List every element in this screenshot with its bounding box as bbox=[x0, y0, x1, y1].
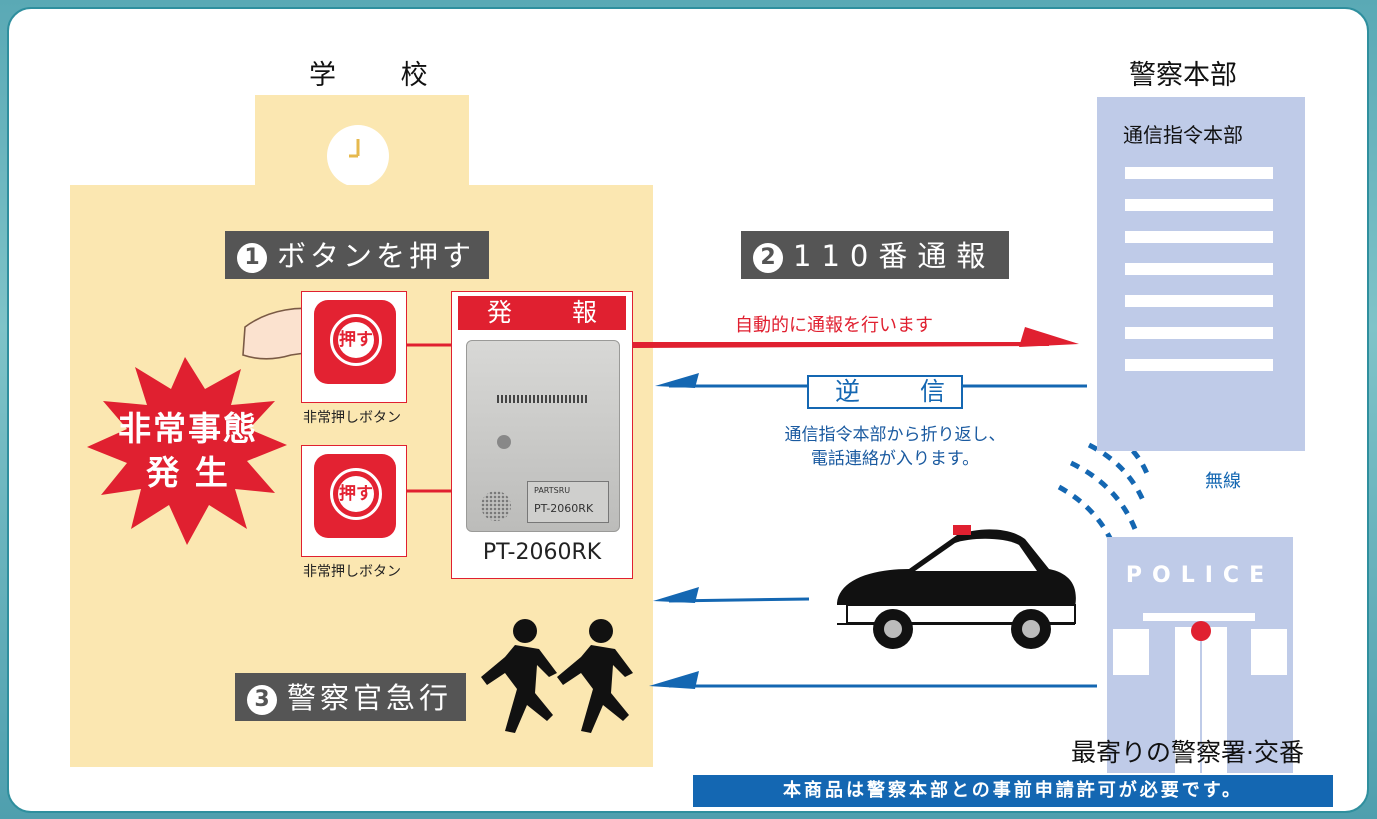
step-3-label: 3 警察官急行 bbox=[235, 673, 467, 721]
emergency-line-2: 発 生 bbox=[146, 453, 230, 492]
clock-icon bbox=[327, 125, 389, 187]
button-ring: 押す bbox=[330, 468, 382, 520]
callback-note: 通信指令本部から折り返し、 電話連絡が入ります。 bbox=[745, 423, 1045, 471]
police-car-icon bbox=[837, 525, 1076, 649]
officer-arrow-head bbox=[649, 671, 699, 689]
report-arrow-line bbox=[633, 342, 1049, 348]
device-knob bbox=[497, 435, 511, 449]
hq-window bbox=[1125, 359, 1273, 371]
hq-window bbox=[1125, 327, 1273, 339]
patrol-arrow-head bbox=[653, 587, 699, 603]
step-2-number: 2 bbox=[753, 243, 783, 273]
radio-label: 無線 bbox=[1205, 471, 1241, 492]
police-station-building: POLICE bbox=[1107, 537, 1293, 773]
permit-notice: 本商品は警察本部との事前申請許可が必要です。 bbox=[693, 775, 1333, 807]
station-window-left bbox=[1113, 629, 1149, 675]
step-2-label: 2 110番通報 bbox=[741, 231, 1010, 279]
device-nameplate: PARTSRU PT-2060RK bbox=[527, 481, 609, 523]
step-3-number: 3 bbox=[247, 685, 277, 715]
button-label: 押す bbox=[338, 476, 374, 512]
report-arrow-head bbox=[1019, 327, 1079, 347]
step-1-label: 1 ボタンを押す bbox=[225, 231, 490, 279]
hq-window bbox=[1125, 295, 1273, 307]
emergency-line-1: 非常事態 bbox=[118, 409, 258, 448]
device-plate-brand: PARTSRU bbox=[534, 486, 571, 495]
flow-arrows bbox=[87, 307, 1152, 733]
step-1-number: 1 bbox=[237, 243, 267, 273]
hq-window bbox=[1125, 231, 1273, 243]
callback-label: 逆 信 bbox=[807, 375, 963, 409]
button-face: 押す bbox=[314, 300, 396, 384]
station-door bbox=[1175, 627, 1227, 773]
emergency-burst-icon bbox=[87, 357, 287, 545]
hq-window bbox=[1125, 167, 1273, 179]
auto-report-text: 自動的に通報を行います bbox=[735, 315, 933, 336]
running-officers-icon bbox=[481, 619, 633, 733]
button-face: 押す bbox=[314, 454, 396, 538]
button-label: 押す bbox=[338, 322, 374, 358]
diagram-panel: 学 校 1 ボタンを押す 2 110番通報 3 警察官急行 bbox=[7, 7, 1369, 813]
button-caption-1: 非常押しボタン bbox=[303, 410, 401, 426]
emergency-button-2[interactable]: 押す bbox=[301, 445, 407, 557]
step-3-text: 警察官急行 bbox=[287, 681, 453, 715]
callback-note-line-2: 電話連絡が入ります。 bbox=[810, 449, 980, 469]
station-awning bbox=[1143, 613, 1255, 621]
police-sign: POLICE bbox=[1125, 563, 1275, 588]
device-model-label: PT-2060RK bbox=[482, 540, 602, 565]
school-title: 学 校 bbox=[309, 60, 456, 91]
hq-window bbox=[1125, 199, 1273, 211]
callback-arrow-head bbox=[655, 373, 699, 388]
alarm-device-card: 発 報 PARTSRU PT-2060RK PT-2060RK bbox=[451, 291, 633, 579]
device-vent bbox=[497, 395, 589, 403]
emergency-text: 非常事態 発 生 bbox=[103, 407, 273, 495]
station-window-right bbox=[1251, 629, 1287, 675]
alarm-device-icon: PARTSRU PT-2060RK bbox=[466, 340, 620, 532]
device-plate-model: PT-2060RK bbox=[534, 502, 594, 515]
police-hq-title: 警察本部 bbox=[1129, 60, 1237, 91]
callback-note-line-1: 通信指令本部から折り返し、 bbox=[784, 425, 1006, 445]
speaker-grill-icon bbox=[481, 491, 511, 521]
button-ring: 押す bbox=[330, 314, 382, 366]
device-alert-banner: 発 報 bbox=[458, 296, 626, 330]
step-1-text: ボタンを押す bbox=[277, 239, 476, 273]
step-2-text: 110番通報 bbox=[793, 239, 996, 273]
hq-window bbox=[1125, 263, 1273, 275]
command-center-label: 通信指令本部 bbox=[1123, 123, 1243, 147]
button-caption-2: 非常押しボタン bbox=[303, 564, 401, 580]
police-station-caption: 最寄りの警察署·交番 bbox=[1071, 738, 1304, 767]
station-lamp-icon bbox=[1191, 621, 1211, 641]
emergency-button-1[interactable]: 押す bbox=[301, 291, 407, 403]
